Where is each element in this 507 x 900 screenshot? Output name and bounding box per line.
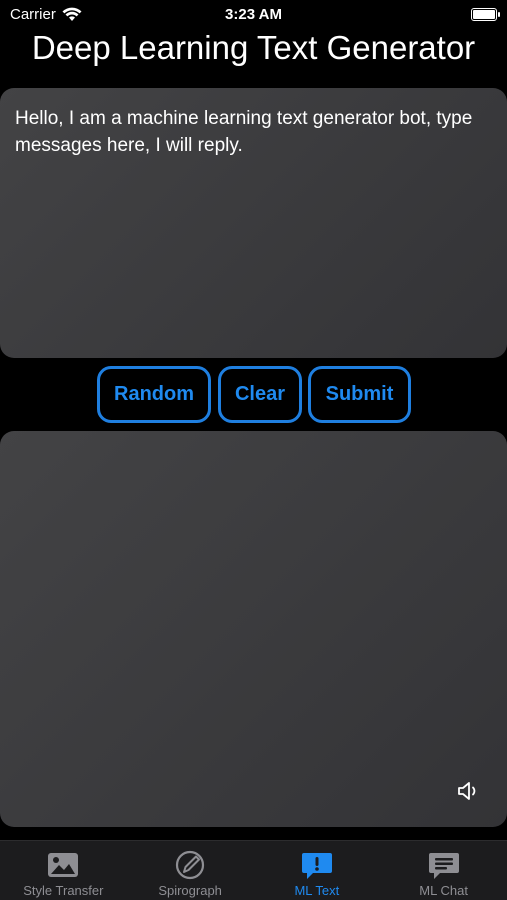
button-row: Random Clear Submit: [0, 366, 507, 423]
submit-button[interactable]: Submit: [308, 366, 411, 423]
tab-ml-text[interactable]: ML Text: [254, 841, 381, 900]
wifi-icon: [62, 7, 82, 21]
tab-label: Spirograph: [158, 883, 222, 898]
tab-label: ML Text: [294, 883, 340, 898]
tab-style-transfer[interactable]: Style Transfer: [0, 841, 127, 900]
exclamation-bubble-icon: [300, 849, 334, 881]
status-time: 3:23 AM: [225, 5, 282, 23]
clear-button[interactable]: Clear: [218, 366, 302, 423]
tab-label: Style Transfer: [23, 883, 104, 898]
status-left: Carrier: [10, 6, 82, 23]
tab-ml-chat[interactable]: ML Chat: [380, 841, 507, 900]
tab-label: ML Chat: [419, 883, 468, 898]
status-bar: Carrier 3:23 AM: [0, 0, 507, 28]
page-title: Deep Learning Text Generator: [31, 29, 476, 66]
speaker-icon[interactable]: [457, 781, 481, 801]
battery-icon: [471, 7, 500, 21]
photo-icon: [46, 849, 80, 881]
chat-bubble-icon: [427, 849, 461, 881]
tab-bar: Style Transfer Spirograph ML Text: [0, 840, 507, 900]
carrier-label: Carrier: [10, 5, 56, 23]
random-button[interactable]: Random: [97, 366, 211, 423]
input-text-area[interactable]: Hello, I am a machine learning text gene…: [0, 88, 507, 358]
input-text[interactable]: Hello, I am a machine learning text gene…: [15, 108, 473, 156]
output-text-area: [0, 431, 507, 827]
battery-fill: [473, 9, 495, 19]
pencil-circle-icon: [173, 849, 207, 881]
tab-spirograph[interactable]: Spirograph: [127, 841, 254, 900]
